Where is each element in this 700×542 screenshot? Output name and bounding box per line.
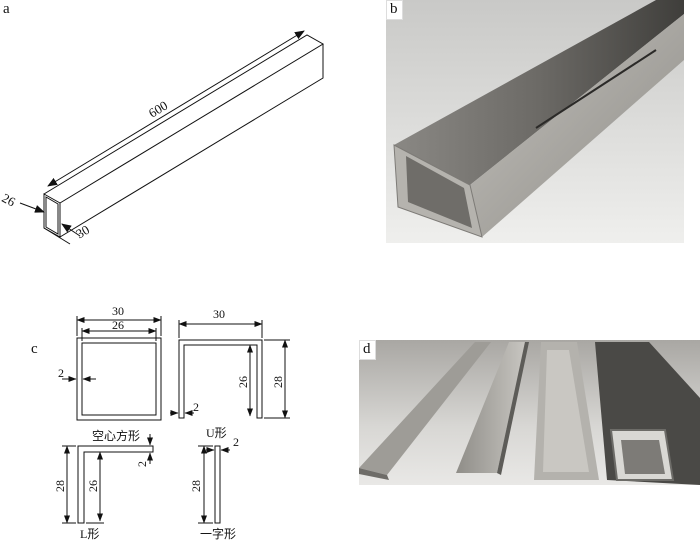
dimension-line-30 [61,223,81,237]
dimension-depth: 30 [73,222,92,241]
panel-c-cross-sections: 30 26 2 空心方形 30 26 28 2 28 26 2 L形 [53,304,290,541]
u-outer-width: 30 [213,307,225,321]
dimension-length: 600 [146,98,170,121]
panel-a-label: a [3,1,10,17]
panel-d-label: d [359,340,376,360]
u-shape-section [170,320,290,419]
square-wall: 2 [58,366,64,380]
u-wall: 2 [193,400,199,414]
rectangular-bar-outline [43,34,324,238]
square-inner-width: 26 [112,318,124,332]
panel-b-label: b [386,0,403,20]
panel-d-photo: d [359,340,700,485]
u-inner-height: 26 [236,376,250,388]
u-outer-height: 28 [271,376,285,388]
flat-caption: 一字形 [200,526,236,541]
u-caption: U形 [206,426,227,440]
panel-b-photo: b [386,0,684,243]
l-shape-section [62,434,154,524]
panel-c-label: c [31,341,38,357]
flat-height: 28 [189,480,203,492]
flat-section [198,445,230,524]
hollow-square-section [62,316,162,421]
flat-wall: 2 [233,435,239,449]
square-caption: 空心方形 [92,428,140,443]
l-angle-photo [456,342,525,473]
l-inner-height: 26 [86,480,100,492]
flat-bar-photo [359,342,491,475]
l-wall: 2 [135,461,149,467]
square-outer-width: 30 [112,304,124,318]
l-caption: L形 [80,527,99,541]
l-outer-height: 28 [53,480,67,492]
dimension-width: 26 [0,190,18,210]
dimension-line-26 [19,202,45,213]
panel-a-drawing: 600 26 30 [0,30,324,245]
dimension-line-600 [47,30,305,187]
